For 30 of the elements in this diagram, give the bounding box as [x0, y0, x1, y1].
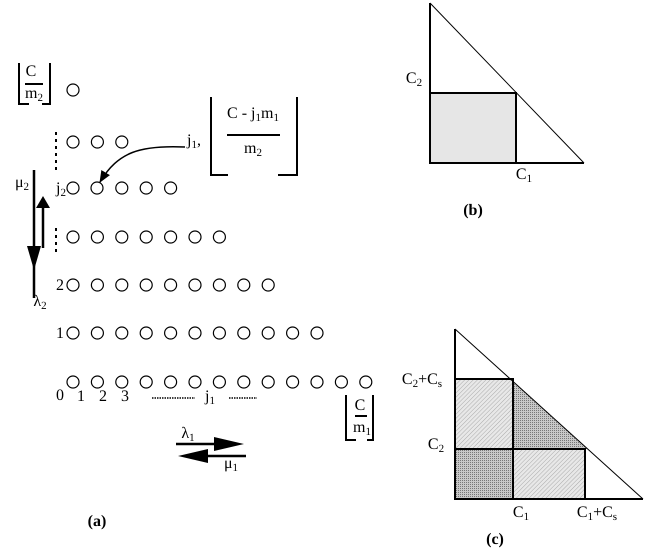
arrow — [99, 146, 186, 183]
rate-label: μ$_{2}$ — [14, 175, 30, 193]
fraction-text: C — [26, 64, 36, 80]
state-index: j$_{1}$ — [205, 389, 215, 407]
panel-label: (b) — [463, 203, 483, 219]
panel-label: (a) — [88, 514, 106, 530]
state-index: 2 — [99, 389, 107, 405]
state-index: j$_{1}$, — [187, 133, 201, 151]
fraction-text: m$_{1}$ — [353, 420, 371, 438]
state-index: 1 — [56, 326, 64, 342]
panel-label: (c) — [486, 532, 504, 548]
axis-label: C$_{2}$ — [428, 437, 444, 455]
axis-label: C$_{2}$ — [406, 71, 422, 89]
state-index: 2 — [56, 278, 64, 294]
fraction-text: m$_{2}$ — [25, 86, 43, 104]
state-index: 3 — [121, 389, 129, 405]
rate-label: λ$_{1}$ — [181, 426, 195, 444]
axis-label: C$_{1}$ — [516, 167, 532, 185]
rate-label: λ$_{2}$ — [33, 294, 47, 312]
denominator: m$_{2}$ — [244, 141, 262, 159]
axis-label: C$_{2}$+C$_{s}$ — [402, 372, 442, 390]
rate-label: μ$_{1}$ — [224, 456, 238, 474]
axis-label: C$_{1}$ — [512, 505, 530, 523]
state-index: 0 — [56, 388, 64, 404]
state-index: 1 — [77, 389, 85, 405]
fraction-text: C — [354, 398, 366, 414]
state-index: j$_{2}$ — [56, 181, 66, 199]
axis-label: C$_{1}$+C$_{s}$ — [576, 505, 618, 523]
numerator: C - j$_{1}$m$_{1}$ — [227, 106, 279, 124]
state-circle — [90, 181, 104, 195]
